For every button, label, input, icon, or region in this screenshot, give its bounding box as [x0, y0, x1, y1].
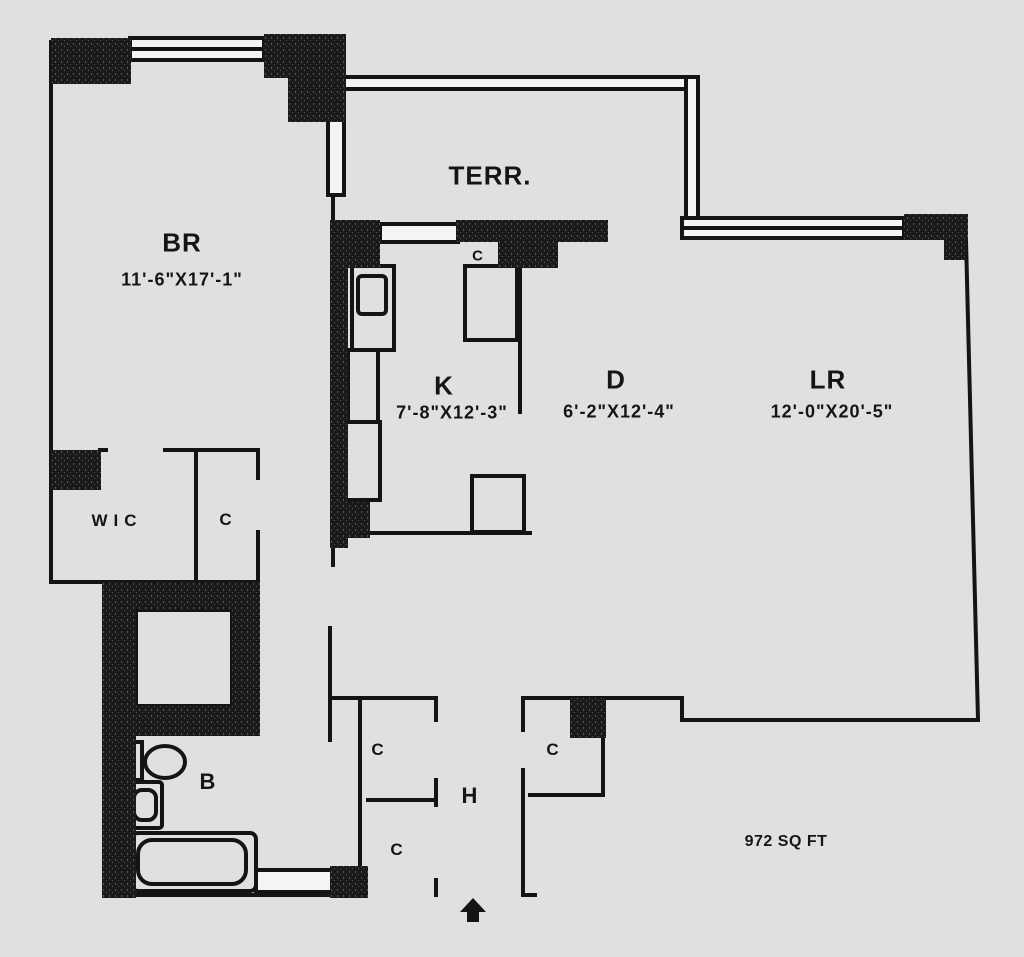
kitchen-window — [378, 222, 460, 244]
column — [102, 582, 260, 610]
column — [51, 38, 131, 84]
terrace-railing — [684, 75, 700, 224]
sink — [356, 274, 388, 316]
living-room-label: LR — [809, 364, 847, 395]
kitchen-label: K — [434, 370, 454, 401]
column — [330, 866, 368, 898]
toilet-bowl — [143, 744, 187, 780]
column — [330, 268, 348, 548]
bedroom-window-terrace — [326, 118, 346, 197]
closet-label-hall-1: C — [371, 740, 385, 759]
walk-in-closet-label: WIC — [91, 511, 143, 530]
living-room-dimensions: 12'-0"X20'-5" — [770, 401, 894, 422]
column — [456, 220, 608, 242]
terrace-label: TERR. — [448, 160, 532, 191]
column — [904, 214, 968, 240]
closet-label-hall-3: C — [546, 740, 560, 759]
column — [264, 34, 346, 78]
column — [288, 78, 346, 122]
column — [51, 450, 101, 490]
dining-label: D — [606, 364, 626, 395]
bedroom-dimensions: 11'-6"X17'-1" — [121, 269, 243, 290]
kitchen-dimensions: 7'-8"X12'-3" — [396, 402, 508, 423]
area-label: 972 SQ FT — [744, 833, 828, 850]
refrigerator — [470, 474, 526, 534]
bathtub-basin — [136, 838, 248, 886]
bath-shaft — [134, 608, 234, 708]
column — [570, 698, 606, 738]
wall — [963, 237, 981, 723]
column — [334, 502, 370, 538]
column — [498, 242, 558, 268]
kitchen-closet — [463, 264, 519, 342]
vanity-basin — [132, 788, 158, 822]
hall-label: H — [461, 783, 479, 808]
bath-window — [254, 868, 338, 894]
column — [330, 220, 380, 268]
closet-label-kitchen: C — [472, 247, 484, 265]
terrace-railing — [342, 75, 700, 91]
closet-label-bedroom: C — [219, 510, 233, 529]
dining-dimensions: 6'-2"X12'-4" — [563, 401, 675, 422]
column — [944, 240, 966, 260]
column — [102, 610, 136, 898]
bath-label: B — [199, 769, 217, 794]
counter — [346, 348, 380, 424]
column — [136, 706, 260, 736]
bedroom-label: BR — [162, 227, 202, 258]
closet-label-hall-2: C — [390, 840, 404, 859]
up-arrow-icon — [460, 898, 486, 922]
